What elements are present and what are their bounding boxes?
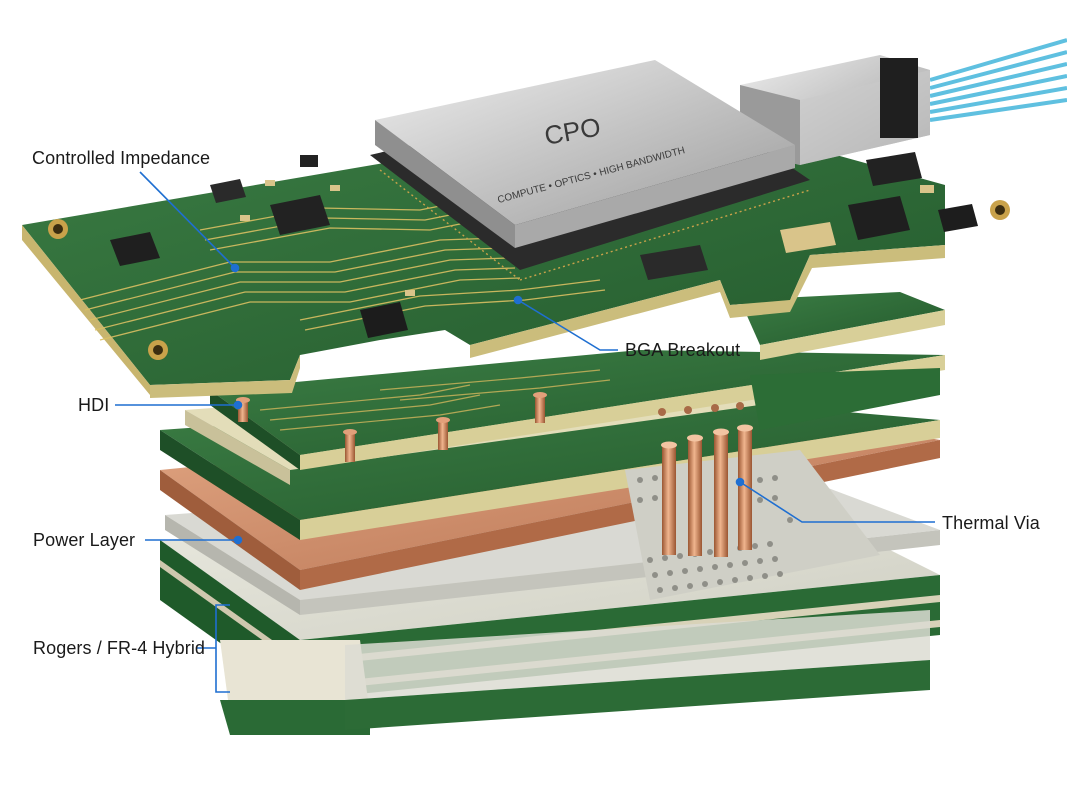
label-hybrid: Rogers / FR-4 Hybrid (33, 638, 206, 658)
optical-fibers (929, 38, 1067, 122)
cpo-chip: CPO COMPUTE • OPTICS • HIGH BANDWIDTH (370, 60, 811, 281)
thermal-via-array (625, 402, 880, 600)
thermal-via-posts (661, 424, 753, 557)
leader-controlled-impedance (139, 171, 236, 269)
label-power-layer: Power Layer (33, 530, 136, 550)
leader-hybrid-bracket (197, 604, 230, 693)
controlled-impedance-traces (79, 199, 606, 341)
smd-components (110, 152, 978, 338)
label-thermal-via: Thermal Via (942, 513, 1040, 533)
label-controlled-impedance: Controlled Impedance (32, 148, 211, 168)
label-hdi: HDI (78, 395, 110, 415)
bga-balls (379, 169, 811, 281)
leader-bga-breakout (517, 299, 618, 351)
mounting-holes (48, 200, 1010, 360)
label-bga-breakout: BGA Breakout (625, 340, 741, 360)
leader-thermal-via (739, 481, 935, 523)
callout-leaders (115, 171, 935, 693)
